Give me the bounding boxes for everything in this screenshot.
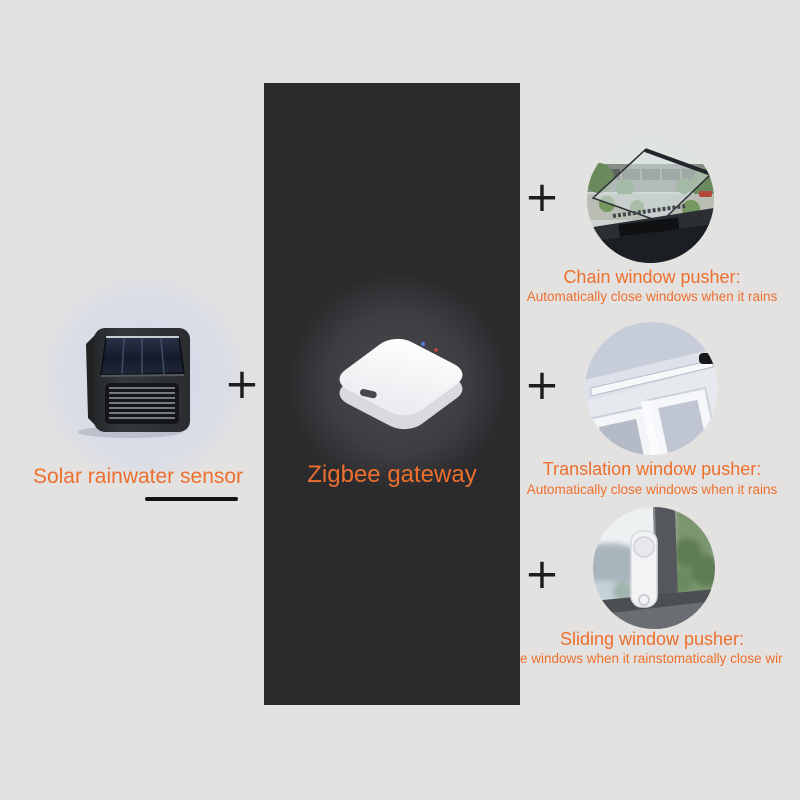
plus-icon: + — [524, 360, 560, 409]
solar-sensor-label: Solar rainwater sensor — [32, 465, 244, 488]
plus-icon: + — [524, 549, 560, 598]
led-indicator-red — [434, 348, 438, 352]
gateway-top-face — [339, 338, 463, 416]
zigbee-gateway-label: Zigbee gateway — [307, 461, 477, 488]
translation-window-pusher-photo — [585, 322, 718, 455]
solar-rainwater-sensor-image — [78, 328, 190, 438]
translation-pusher-subtitle: Automatically close windows when it rain… — [526, 482, 778, 497]
red-car — [699, 191, 712, 197]
wall-band — [585, 322, 718, 380]
sliding-window-pusher-photo — [593, 507, 715, 629]
rail-motor — [699, 353, 715, 364]
usb-c-port — [360, 388, 377, 399]
sliding-pusher-subtitle: e windows when it rainstomatically close… — [520, 651, 783, 666]
led-indicator-blue — [421, 342, 425, 346]
plus-icon: + — [524, 172, 560, 221]
chain-pusher-title: Chain window pusher: — [563, 267, 741, 287]
chain-actuator — [612, 204, 686, 218]
plus-icon: + — [224, 359, 260, 408]
chain-pusher-subtitle: Automatically close windows when it rain… — [526, 289, 778, 304]
chain-window-pusher-photo — [587, 136, 714, 263]
translation-pusher-title: Translation window pusher: — [542, 459, 762, 479]
sliding-pusher-title: Sliding window pusher: — [559, 629, 745, 649]
side-button — [346, 380, 352, 386]
zigbee-gateway-image — [339, 338, 463, 430]
label-underline-bar — [145, 497, 238, 501]
pusher-rail — [590, 359, 714, 397]
